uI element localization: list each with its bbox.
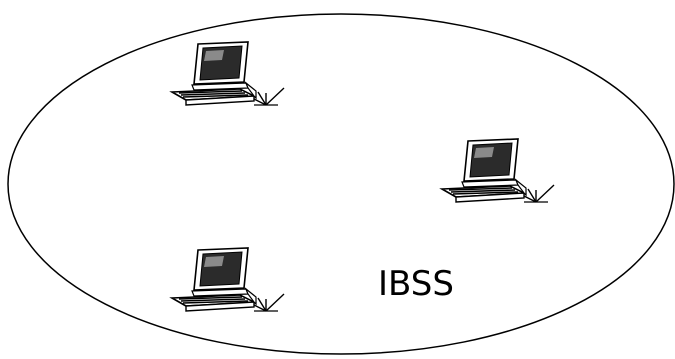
ibss-boundary [7, 13, 675, 355]
laptop-station-2-icon [441, 138, 555, 203]
laptop-station-1-icon [171, 41, 285, 106]
ibss-label: IBSS [378, 264, 454, 304]
laptop-station-3-icon [171, 247, 285, 312]
